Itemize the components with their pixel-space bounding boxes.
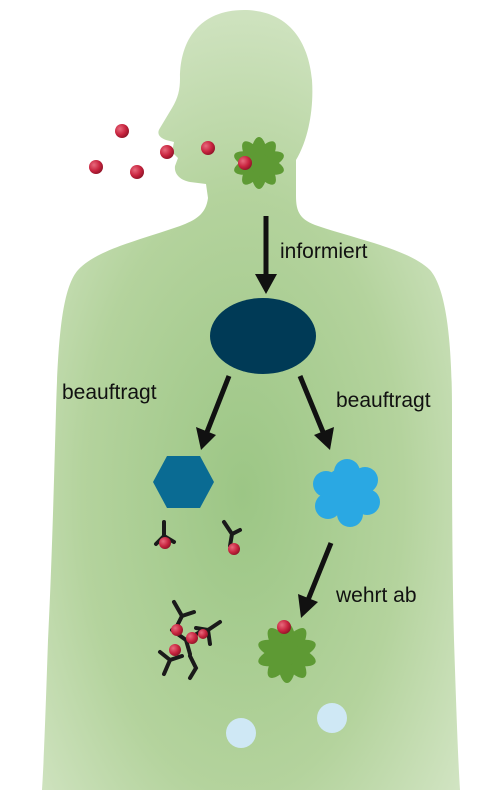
antigen-particle	[159, 537, 171, 549]
label-assigns-right: beauftragt	[336, 389, 431, 412]
remnant-particle-icon	[226, 718, 256, 748]
particle	[160, 145, 174, 159]
central-immune-cell-icon	[210, 298, 316, 374]
label-assigns-left: beauftragt	[62, 381, 157, 404]
particle	[115, 124, 129, 138]
label-fends-off: wehrt ab	[335, 584, 417, 607]
antigen-particle	[228, 543, 240, 555]
particle	[130, 165, 144, 179]
particle	[201, 141, 215, 155]
particle	[89, 160, 103, 174]
label-informs: informiert	[280, 240, 368, 263]
remnant-particle-icon	[317, 703, 347, 733]
